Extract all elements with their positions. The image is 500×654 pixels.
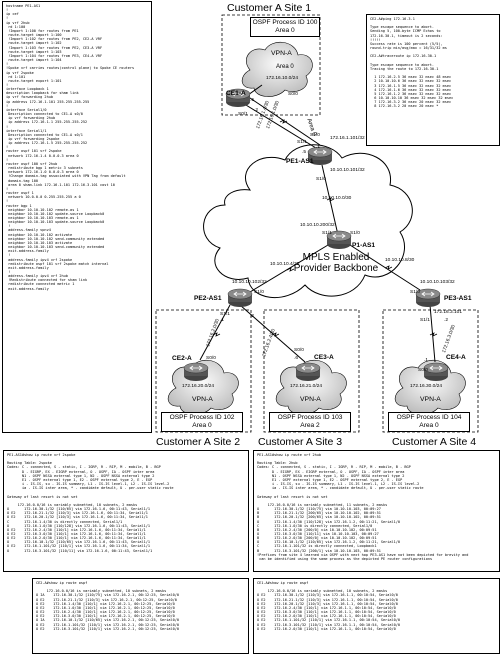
- lbl-ce2-dot1: .1: [220, 318, 225, 323]
- ce2-label: CE2-A: [172, 355, 192, 362]
- link-p1-pe3: [349, 244, 421, 291]
- lbl-ce1-dot6: .6: [250, 98, 255, 103]
- lbl-pe2-s10: S1/0: [254, 290, 264, 295]
- ce1-ospf-route-panel: CE1-A#show ip route ospf 172.16.0.0/16 i…: [253, 578, 500, 654]
- site1-vpn-cloud: [241, 42, 313, 97]
- lbl-pe3-s11: S1/1: [420, 318, 430, 323]
- site4-net-label: 172.16.30.0/24: [410, 384, 443, 389]
- lbl-pe1-loop: 172.16.1.101/32: [330, 136, 365, 141]
- ospf-process-100: OSPF Process ID 100 Area 0: [250, 17, 320, 37]
- site3-label: Customer A Site 3: [258, 436, 343, 448]
- ping-traceroute-text: CE2-A#ping 172.16.3.1 Type escape sequen…: [370, 17, 454, 109]
- lbl-pe2-ip: 10.10.10.102/32: [232, 280, 267, 285]
- lbl-ce1-s01: S0/1: [238, 112, 248, 117]
- lbl-pe3-dot2: .2: [444, 318, 449, 323]
- pe1-2spoke-route-panel: PE1-AS1#show ip route vrf 2spoke Routing…: [3, 450, 249, 572]
- lbl-ce4-s00: S0/0: [418, 368, 428, 373]
- site2-label: Customer A Site 2: [156, 436, 241, 448]
- lbl-ce4-dot1: .1: [424, 358, 429, 363]
- lbl-ce1-dot2: .2: [254, 108, 259, 113]
- site4-label: Customer A Site 4: [392, 436, 477, 448]
- p1-label: P1-AS1: [352, 242, 376, 249]
- mpls-cloud: [203, 144, 413, 299]
- site3-vpn-label: VPN-A: [300, 396, 321, 403]
- lbl-pe1-ip: 10.10.10.101/32: [330, 168, 365, 173]
- link-ce1-pe1-a: [240, 101, 317, 149]
- site2-net-label: 172.16.20.0/24: [182, 384, 215, 389]
- ospf-process-103: OSPF Process ID 103 Area 2: [269, 412, 351, 432]
- topology-diagram: [155, 14, 479, 433]
- ospf-process-104: OSPF Process ID 104 Area 0: [388, 412, 470, 432]
- ce2-ospf-route-text: CE2-A#show ip route ospf 172.16.0.0/16 i…: [36, 581, 180, 631]
- ce3-router-icon: [295, 362, 321, 382]
- lbl-pe2-s11: S1/1: [220, 312, 230, 317]
- lbl-p1-link4: 10.10.10.4/30: [270, 262, 300, 267]
- ce1-label: CE1-A: [226, 90, 246, 97]
- ce3-label: CE3-A: [314, 354, 334, 361]
- pe2-router-icon: [227, 288, 253, 308]
- lbl-pe3-s10: S1/0: [410, 290, 420, 295]
- link-p1-pe2: [249, 244, 329, 293]
- site3-box: [263, 309, 360, 433]
- lbl-pe3-loop: 172.16.3.101: [434, 310, 463, 315]
- ce2-ospf-route-panel: CE2-A#show ip route ospf 172.16.0.0/16 i…: [32, 578, 249, 654]
- site3-net-label: 172.16.21.0/24: [290, 384, 323, 389]
- mpls-backbone-label: MPLS Enabled Provider Backbone: [293, 252, 379, 274]
- lbl-ce1-s00: S0/0: [288, 92, 298, 97]
- lbl-pe1-s10b: S1/0: [316, 177, 326, 182]
- lbl-p1-link1: 10.10.10.0/30: [322, 196, 352, 201]
- lbl-pe1-dot5: .5: [302, 150, 307, 155]
- pe2-label: PE2-AS1: [194, 295, 222, 302]
- lbl-pe3-ip: 10.10.10.103/32: [420, 280, 455, 285]
- pe1-2hub-route-text: PE1-AS1#show ip route vrf 2hub Routing T…: [257, 453, 469, 561]
- ce2-router-icon: [183, 362, 209, 382]
- lbl-pe1-s11: S1/1: [297, 140, 307, 145]
- pe1-config-text: hostname PE1-AS1 ! ip cef ! ip vrf 2hub …: [6, 4, 135, 291]
- pe1-2spoke-route-text: PE1-AS1#show ip route vrf 2spoke Routing…: [7, 453, 174, 553]
- link-pe2-ce2: [199, 304, 231, 361]
- pe3-label: PE3-AS1: [444, 295, 472, 302]
- lbl-p1-link8: 10.10.10.8/30: [385, 258, 415, 263]
- site1-net-label: 172.16.10.0/24: [266, 76, 299, 81]
- site2-vpn-label: VPN-A: [192, 396, 213, 403]
- pe1-config-panel: hostname PE1-AS1 ! ip cef ! ip vrf 2hub …: [2, 1, 152, 433]
- lbl-p1-s11: S1/1: [322, 231, 332, 236]
- site1-vpn-label: VPN-A: [271, 50, 292, 57]
- lbl-p1-link200: 10.10.10.200/32: [300, 223, 335, 228]
- pe1-label: PE1-AS1: [286, 158, 314, 165]
- ce1-ospf-route-text: CE1-A#show ip route ospf 172.16.0.0/16 i…: [257, 581, 401, 631]
- site1-label: Customer A Site 1: [227, 2, 312, 14]
- site2-box: [155, 309, 252, 433]
- ping-traceroute-panel: CE2-A#ping 172.16.3.1 Type escape sequen…: [366, 14, 500, 146]
- lbl-ce3-s00: S0/0: [294, 348, 304, 353]
- pe1-2hub-route-panel: PE1-AS1#show ip route vrf 2hub Routing T…: [253, 450, 500, 572]
- site1-area-label: Area 0: [276, 64, 294, 70]
- lbl-ce3-dot6: .6: [294, 356, 299, 361]
- lbl-p1-s10: S1/0: [350, 231, 360, 236]
- site1-box: [221, 14, 321, 116]
- lbl-pe2-dot2: .2: [250, 314, 255, 319]
- lbl-pe1-s10: S1/0: [310, 133, 320, 138]
- lbl-ce2-s00: S0/0: [206, 356, 216, 361]
- ospf-process-102: OSPF Process ID 102 Area 0: [161, 412, 243, 432]
- ce4-label: CE4-A: [446, 354, 466, 361]
- link-pe2-ce3: [239, 304, 306, 363]
- site4-vpn-label: VPN-A: [420, 396, 441, 403]
- lbl-pe1-dot1: .1: [316, 145, 321, 150]
